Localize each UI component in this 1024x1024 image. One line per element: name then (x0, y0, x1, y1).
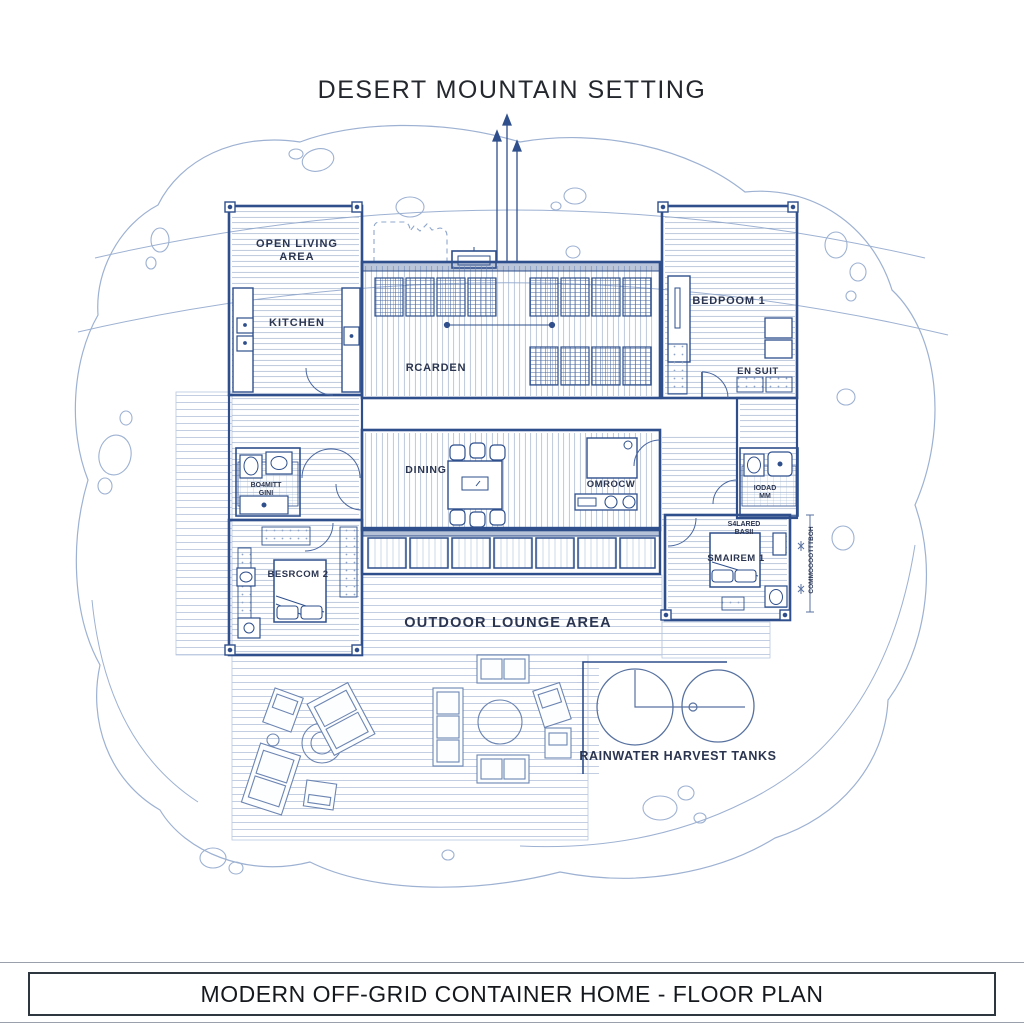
bedroom1-fixtures (667, 275, 793, 399)
left-bathroom-fixtures (235, 367, 361, 517)
glazing-band (360, 526, 662, 576)
container-corner-fittings (224, 201, 799, 656)
label-garden: RCARDEN (406, 362, 467, 374)
label-bath-right-2: MM (759, 493, 771, 500)
right-dimension (797, 514, 814, 613)
north-arrows (492, 113, 522, 262)
label-open-living-2: AREA (279, 251, 314, 263)
bedroom2-fixtures (236, 522, 358, 639)
outdoor-furniture (240, 654, 572, 816)
label-dining: DINING (405, 464, 447, 476)
dashed-landscape-feature (373, 221, 448, 262)
container-walls (227, 204, 799, 657)
title-block-bottom-rule (0, 1022, 1024, 1023)
site-title: DESERT MOUNTAIN SETTING (317, 76, 707, 104)
label-bedroom1: BEDPOOM 1 (692, 295, 765, 307)
label-shared-1: S4LARED (728, 521, 761, 528)
label-rain-tanks: RAINWATER HARVEST TANKS (579, 749, 776, 763)
label-bedroom3: SMAIREM 1 (707, 553, 765, 564)
label-bath-left-1: BO4MITT (251, 482, 282, 489)
garden-dimension-line (443, 321, 556, 329)
rocks (97, 148, 867, 875)
title-block: MODERN OFF-GRID CONTAINER HOME - FLOOR P… (0, 962, 1024, 1024)
solar-panel-grids (374, 277, 652, 386)
planter-box (451, 247, 497, 269)
label-ensuite: EN SUIT (737, 366, 779, 377)
label-outdoor-lounge: OUTDOOR LOUNGE AREA (404, 615, 612, 631)
label-bedroom2: BESRCOM 2 (268, 569, 329, 580)
room-labels: OPEN LIVING AREA KITCHEN BEDPOOM 1 EN SU… (251, 238, 815, 763)
deck-areas (175, 391, 771, 841)
sheet-title: MODERN OFF-GRID CONTAINER HOME - FLOOR P… (28, 972, 996, 1016)
kitchen-fixtures (232, 287, 361, 393)
dining-fixtures (335, 437, 661, 528)
label-utility: OMROCW (587, 479, 635, 490)
label-shared-2: BASII (735, 529, 754, 536)
bedroom3-fixtures (667, 517, 788, 611)
label-bath-right-1: IODAD (754, 485, 777, 492)
rainwater-tanks (577, 661, 755, 774)
label-bath-left-2: GINI (259, 490, 273, 497)
right-bathroom-fixtures (712, 447, 799, 517)
label-kitchen: KITCHEN (269, 317, 325, 329)
label-open-living-1: OPEN LIVING (256, 238, 338, 250)
title-block-top-rule (0, 962, 1024, 963)
label-side-note: COMMOOOOTTTBOH (808, 526, 815, 593)
